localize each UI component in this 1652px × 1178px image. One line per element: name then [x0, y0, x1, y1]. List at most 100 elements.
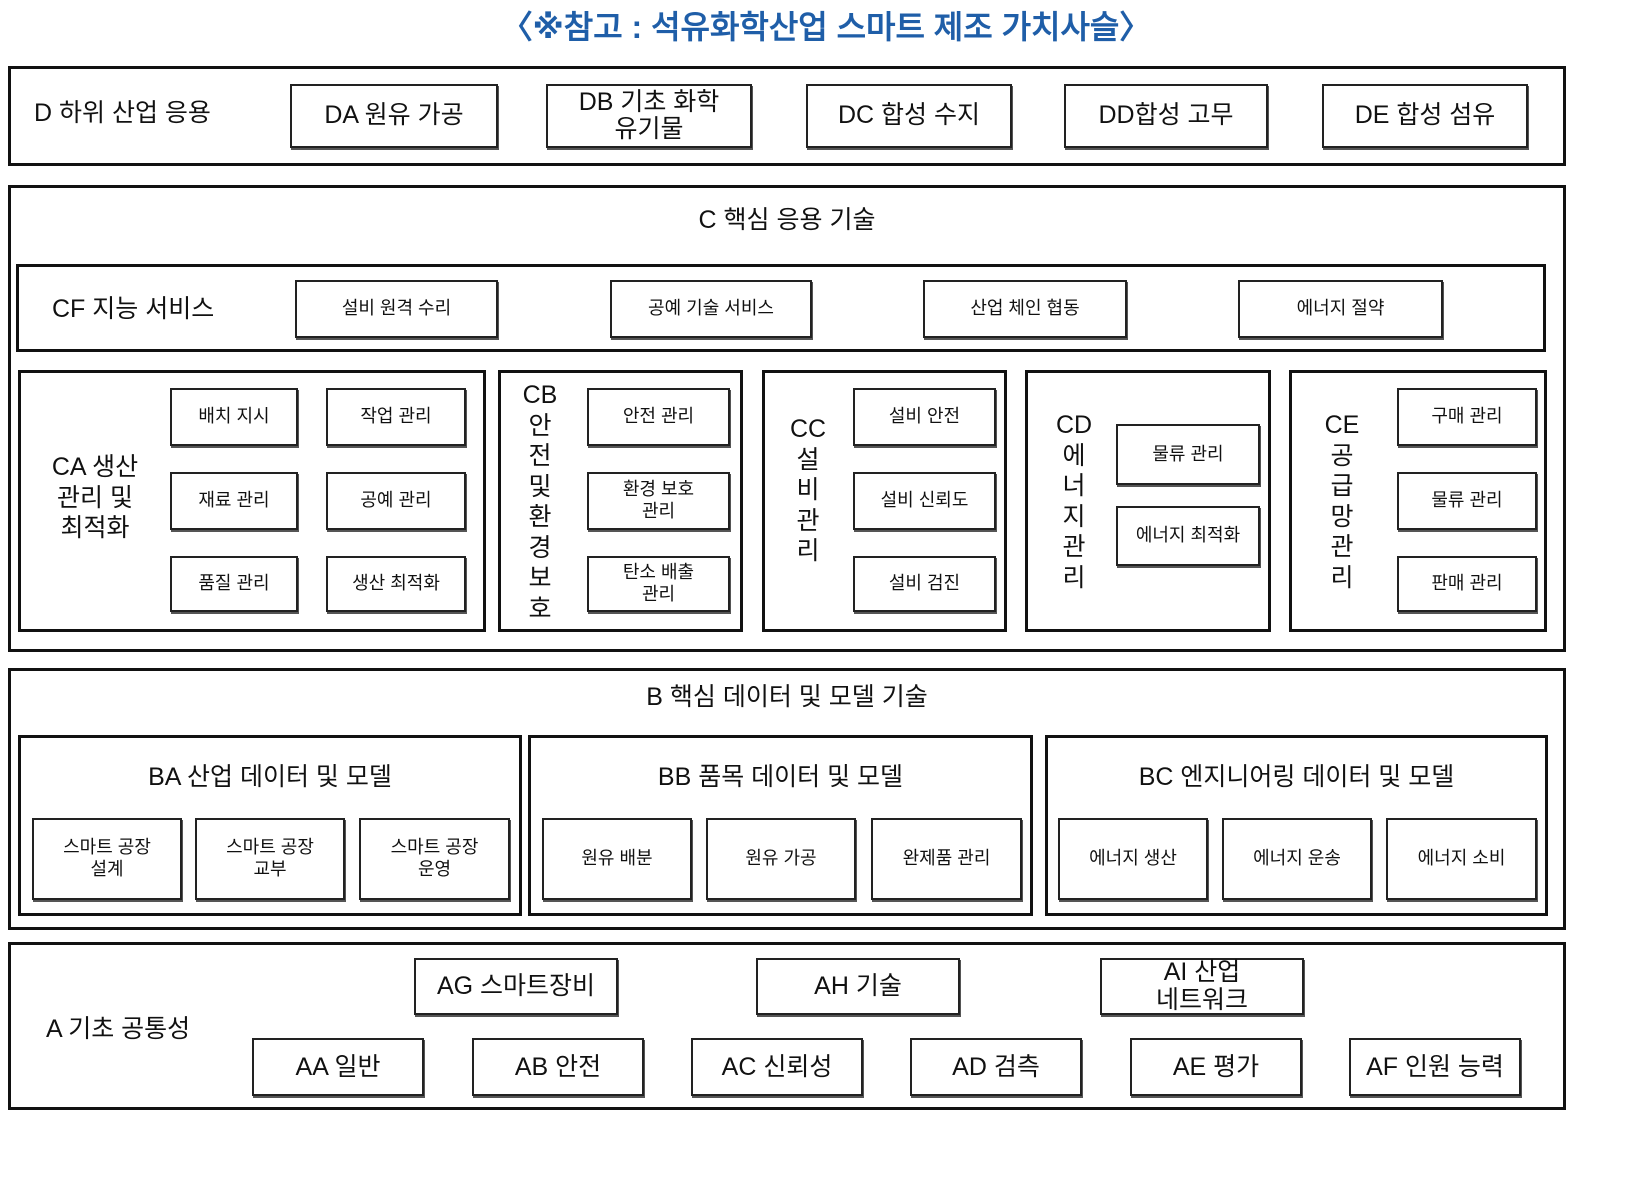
section-c [8, 185, 1566, 652]
ca-item: 배치 지시 [170, 388, 298, 446]
ca-item: 공예 관리 [326, 472, 466, 530]
ce-item: 물류 관리 [1397, 472, 1537, 530]
bc-item-label: 에너지 운송 [1253, 848, 1341, 869]
group-ba [18, 735, 522, 916]
a-top-item-label: AH 기술 [814, 971, 902, 1000]
group-ca [18, 370, 486, 632]
bc-item-label: 에너지 생산 [1089, 848, 1177, 869]
ca-item: 품질 관리 [170, 556, 298, 612]
ce-item-label: 물류 관리 [1431, 490, 1503, 511]
ca-item-label: 공예 관리 [360, 490, 432, 511]
d-item-label: DD합성 고무 [1098, 101, 1234, 130]
section-c-label: C 핵심 응용 기술 [698, 206, 876, 234]
a-bottom-item-label: AD 검측 [952, 1053, 1040, 1081]
ca-item: 생산 최적화 [326, 556, 466, 612]
bc-item: 에너지 소비 [1386, 818, 1537, 900]
cc-item: 설비 신뢰도 [853, 472, 996, 530]
ca-item-label: 배치 지시 [198, 406, 270, 427]
cb-item: 환경 보호 관리 [587, 472, 730, 530]
section-b [8, 668, 1566, 930]
section-d [8, 66, 1566, 166]
cc-item: 설비 검진 [853, 556, 996, 612]
cd-item-label: 물류 관리 [1152, 443, 1224, 464]
a-bottom-item: AE 평가 [1130, 1038, 1302, 1096]
d-item-label: DE 합성 섬유 [1354, 101, 1496, 130]
a-top-item: AH 기술 [756, 958, 960, 1015]
a-bottom-item-label: AC 신뢰성 [721, 1053, 833, 1081]
cc-item-label: 설비 신뢰도 [880, 490, 969, 511]
a-bottom-item-label: AE 평가 [1172, 1053, 1260, 1081]
group-cb [498, 370, 743, 632]
ba-item: 스마트 공장 교부 [195, 818, 345, 900]
ca-item-label: 품질 관리 [198, 573, 270, 594]
group-bb [528, 735, 1033, 916]
cf-label: CF 지능 서비스 [52, 295, 215, 323]
cf-item-label: 산업 체인 협동 [970, 298, 1080, 319]
bc-item: 에너지 생산 [1058, 818, 1208, 900]
a-top-item-label: AI 산업 네트워크 [1155, 958, 1248, 1014]
cd-label: CD 에 너 지 관 리 [1055, 411, 1093, 592]
a-bottom-item: AC 신뢰성 [691, 1038, 863, 1096]
ce-item: 판매 관리 [1397, 556, 1537, 612]
cb-item-label: 안전 관리 [622, 406, 695, 427]
cc-item-label: 설비 안전 [888, 406, 961, 427]
ba-item-label: 스마트 공장 운영 [390, 837, 479, 879]
cd-item-label: 에너지 최적화 [1135, 525, 1241, 546]
cb-label: CB 안 전 및 환 경 보 호 [522, 381, 558, 623]
ba-item: 스마트 공장 설계 [32, 818, 182, 900]
ba-item-label: 스마트 공장 교부 [226, 837, 314, 879]
bb-item-label: 원유 배분 [581, 848, 653, 869]
cc-item-label: 설비 검진 [888, 573, 961, 594]
group-ce [1289, 370, 1547, 632]
a-bottom-item: AA 일반 [252, 1038, 424, 1096]
a-bottom-item-label: AB 안전 [514, 1053, 602, 1081]
bb-item: 완제품 관리 [871, 818, 1022, 900]
section-cf [16, 264, 1546, 352]
cf-item: 설비 원격 수리 [295, 280, 498, 338]
section-d-label: D 하위 산업 응용 [34, 99, 211, 127]
d-item-label: DB 기초 화학 유기물 [578, 87, 720, 143]
cd-item: 물류 관리 [1116, 424, 1260, 485]
a-bottom-item-label: AA 일반 [295, 1053, 381, 1081]
cb-item-label: 탄소 배출 관리 [622, 562, 695, 604]
bb-item-label: 완제품 관리 [902, 848, 991, 869]
a-top-item-label: AG 스마트장비 [436, 971, 596, 1000]
group-cc [762, 370, 1007, 632]
d-item-label: DC 합성 수지 [837, 101, 980, 130]
ca-item-label: 재료 관리 [198, 490, 270, 511]
a-bottom-item: AB 안전 [472, 1038, 644, 1096]
group-bc [1045, 735, 1548, 916]
ce-item-label: 판매 관리 [1431, 573, 1503, 594]
ca-item: 재료 관리 [170, 472, 298, 530]
cf-item: 공예 기술 서비스 [610, 280, 812, 338]
ba-item-label: 스마트 공장 설계 [63, 837, 151, 879]
d-item-label: DA 원유 가공 [324, 101, 464, 130]
a-top-item: AG 스마트장비 [414, 958, 618, 1015]
a-bottom-item: AF 인원 능력 [1349, 1038, 1521, 1096]
d-item: DD합성 고무 [1064, 84, 1268, 148]
ba-item: 스마트 공장 운영 [359, 818, 510, 900]
d-item: DA 원유 가공 [290, 84, 498, 148]
cf-item-label: 공예 기술 서비스 [648, 298, 774, 319]
a-top-item: AI 산업 네트워크 [1100, 958, 1304, 1015]
d-item: DC 합성 수지 [806, 84, 1012, 148]
cc-label: CC 설 비 관 리 [789, 415, 827, 565]
cf-item: 산업 체인 협동 [923, 280, 1127, 338]
diagram-title: 〈※참고 : 석유화학산업 스마트 제조 가치사슬〉 [500, 9, 1152, 45]
section-a-label: A 기초 공통성 [46, 1015, 191, 1043]
ba-label: BA 산업 데이터 및 모델 [148, 763, 392, 791]
ce-item-label: 구매 관리 [1431, 406, 1503, 427]
a-bottom-item-label: AF 인원 능력 [1366, 1053, 1504, 1081]
a-bottom-item: AD 검측 [910, 1038, 1082, 1096]
d-item: DE 합성 섬유 [1322, 84, 1528, 148]
bb-item: 원유 배분 [542, 818, 692, 900]
bb-item: 원유 가공 [706, 818, 856, 900]
cf-item-label: 에너지 절약 [1296, 298, 1385, 319]
section-b-label: B 핵심 데이터 및 모델 기술 [646, 683, 928, 711]
cc-item: 설비 안전 [853, 388, 996, 446]
bb-label: BB 품목 데이터 및 모델 [657, 763, 904, 791]
section-a [8, 942, 1566, 1110]
d-item: DB 기초 화학 유기물 [546, 84, 752, 148]
cb-item: 탄소 배출 관리 [587, 556, 730, 612]
ce-item: 구매 관리 [1397, 388, 1537, 446]
